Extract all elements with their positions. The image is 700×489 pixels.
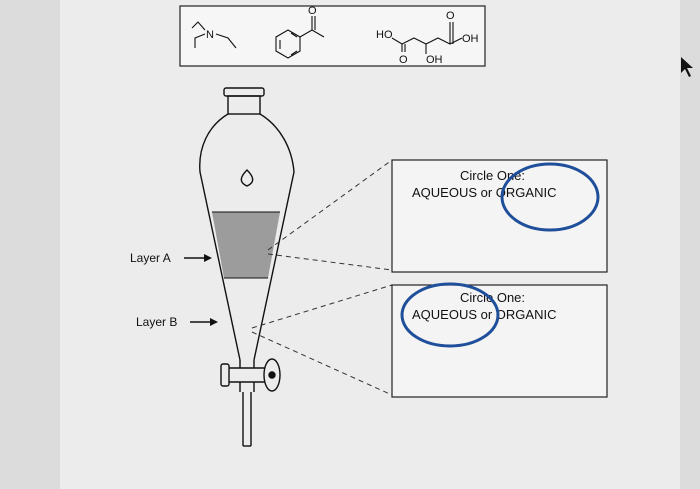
- stopcock-icon: [220, 358, 281, 392]
- ketone-o-atom: O: [308, 5, 317, 17]
- acid-oh-bottom: OH: [426, 54, 443, 66]
- acid-o-top: O: [446, 10, 455, 22]
- acid-o-bottom: O: [399, 54, 408, 66]
- layer-b-arrow-icon: [190, 318, 218, 326]
- amine-structure: [191, 21, 237, 49]
- malic-acid-structure: [391, 22, 463, 54]
- box-b-title: Circle One:: [460, 290, 525, 305]
- acid-oh-right: OH: [462, 33, 479, 45]
- answer-box-a: [391, 159, 608, 273]
- box-a-answer-circle: [500, 162, 600, 232]
- amine-n-atom: N: [206, 29, 214, 41]
- layer-b-label: Layer B: [136, 315, 177, 329]
- layer-a-label: Layer A: [130, 251, 171, 265]
- box-b-options: AQUEOUS or ORGANIC: [412, 307, 556, 322]
- molecule-box: [179, 5, 486, 67]
- layer-a-liquid: [212, 212, 280, 278]
- box-b-answer-circle: [400, 282, 500, 348]
- acid-ho-left: HO: [376, 29, 393, 41]
- answer-box-b: [391, 284, 608, 398]
- leader-lines: [251, 159, 393, 396]
- stopper-mark-icon: [240, 169, 254, 187]
- acetophenone-structure: [275, 16, 325, 59]
- box-a-options: AQUEOUS or ORGANIC: [412, 185, 556, 200]
- mouse-cursor-icon: [681, 57, 693, 77]
- layer-a-arrow-icon: [184, 254, 212, 262]
